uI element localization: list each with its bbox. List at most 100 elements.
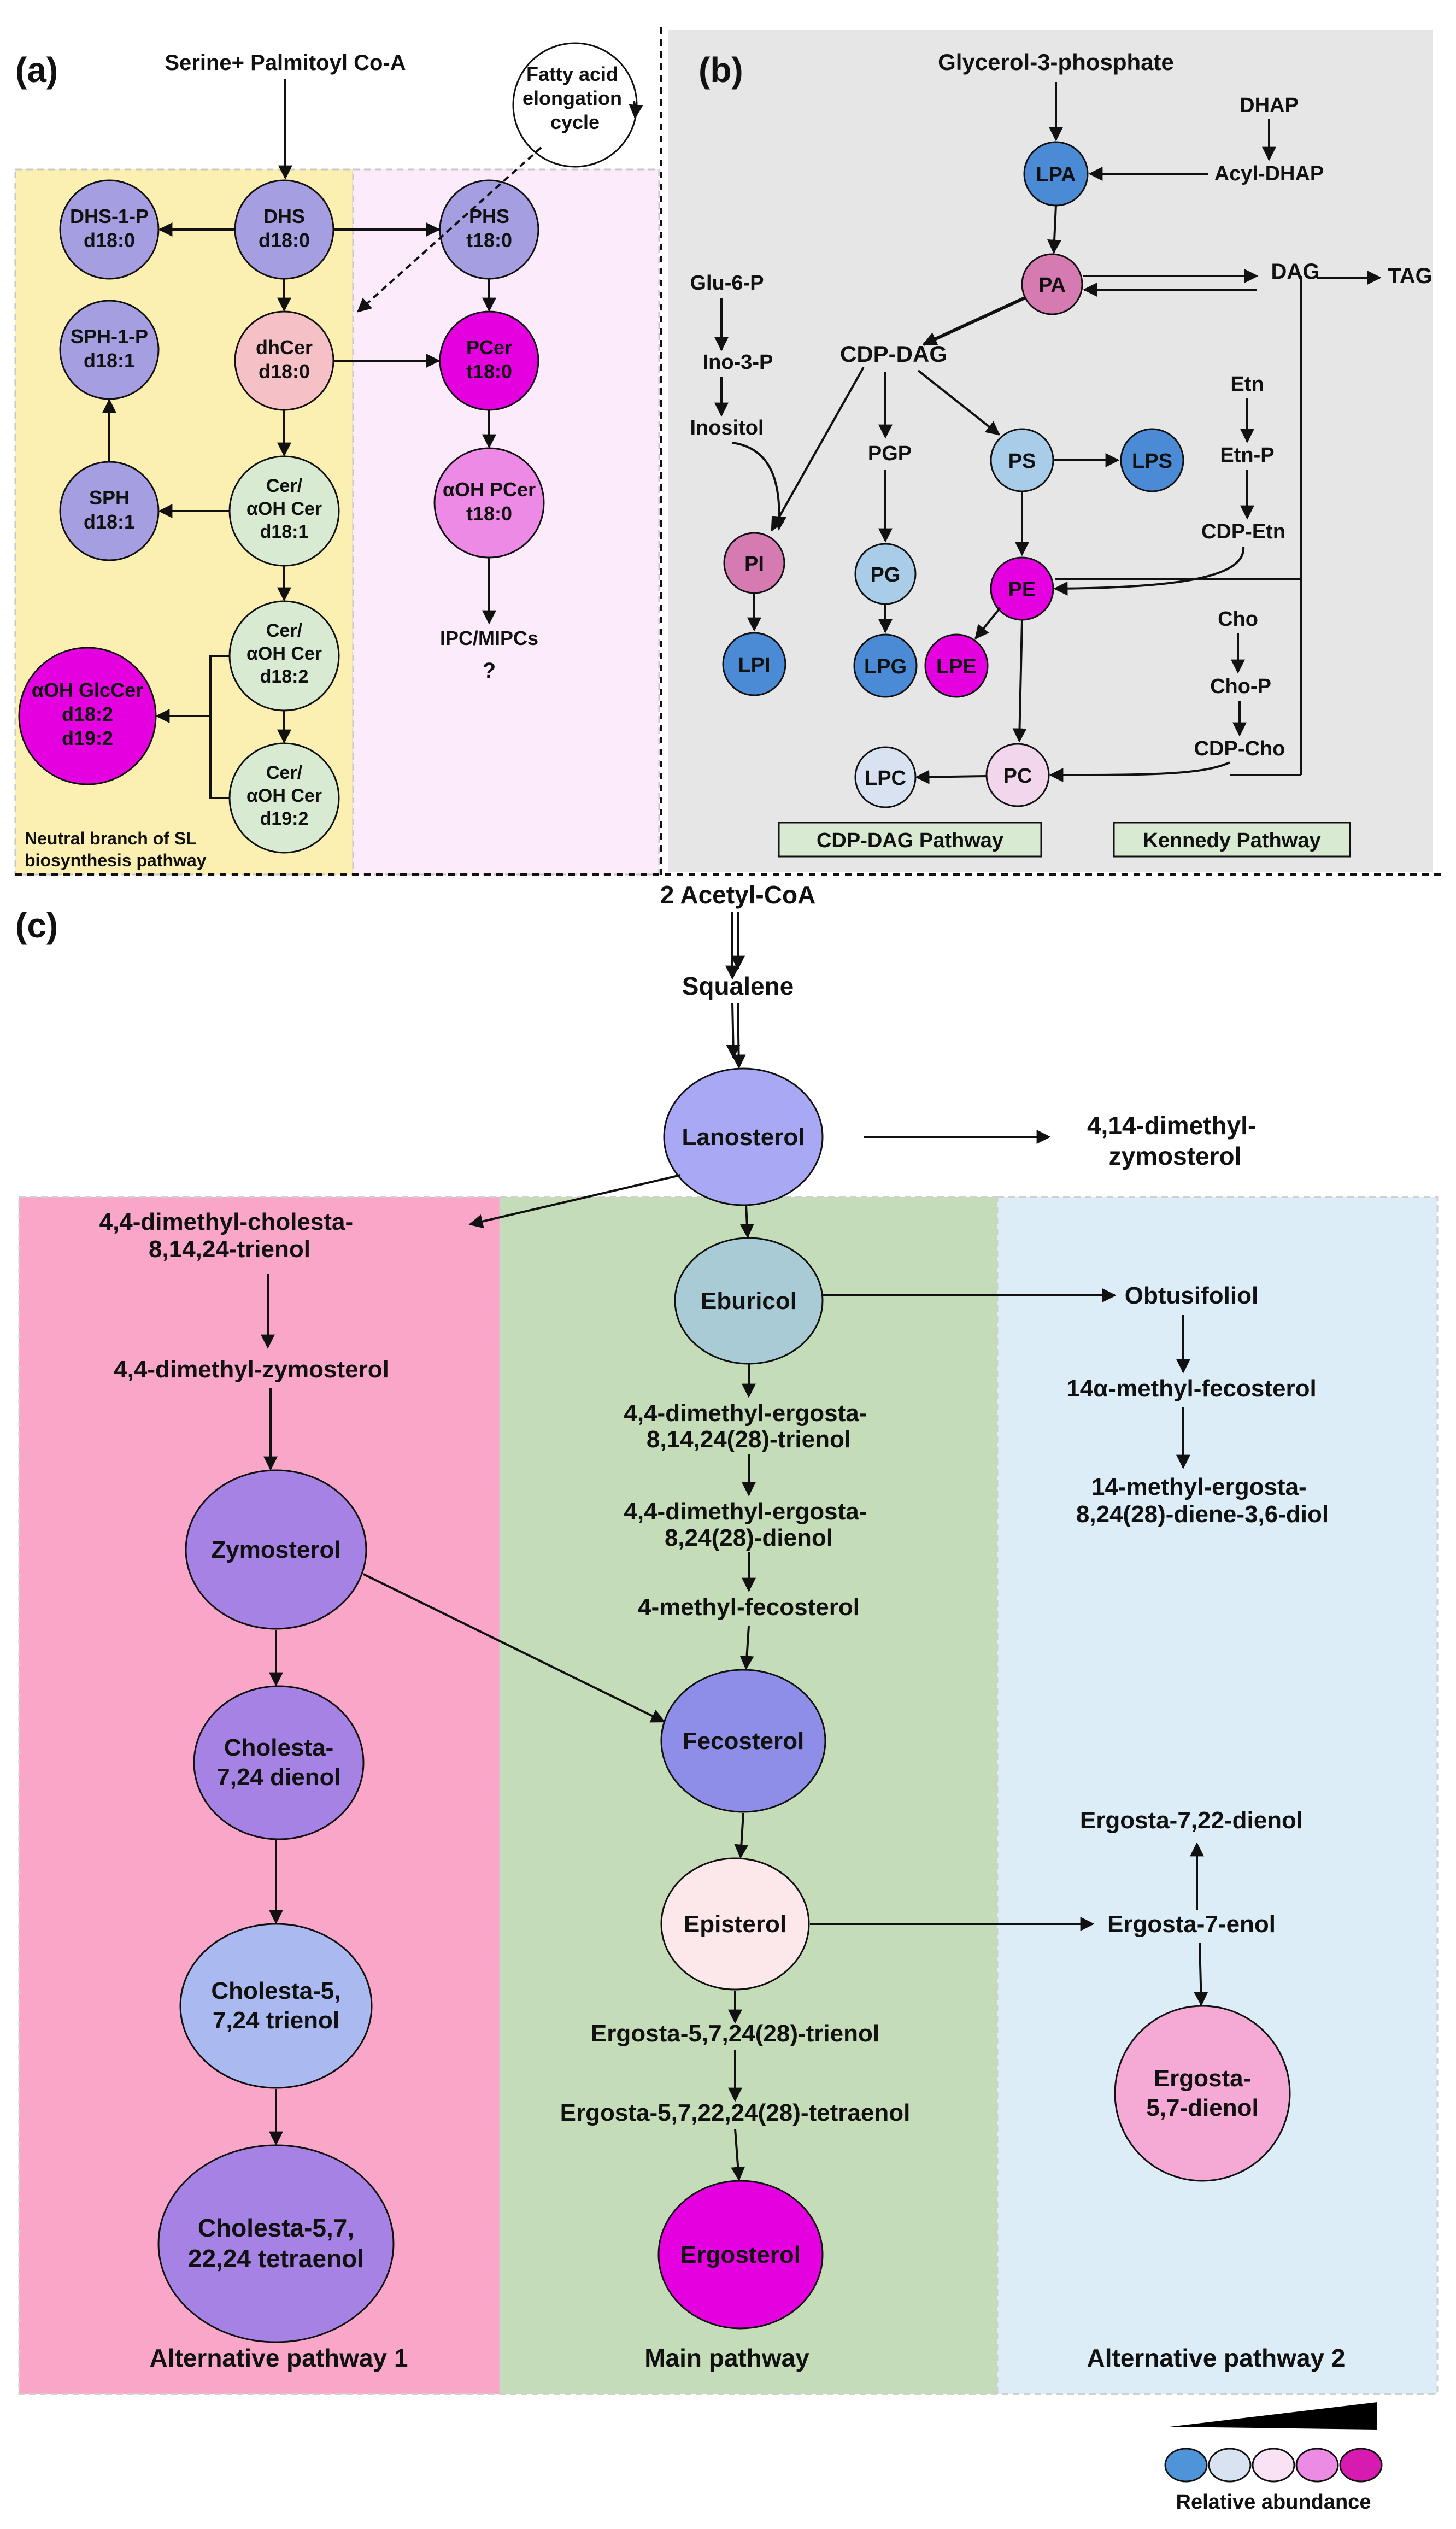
svg-text:PS: PS (1008, 450, 1036, 473)
cholesta-dienol-node: Cholesta-7,24 dienol (193, 1685, 365, 1840)
svg-text:LPI: LPI (738, 654, 770, 677)
acyl-dhap-label: Acyl-DHAP (1214, 162, 1324, 185)
neutral-branch-label: Neutral branch of SL biosynthesis pathwa… (25, 829, 207, 870)
svg-text:Zymosterol: Zymosterol (211, 1536, 340, 1563)
svg-text:PC: PC (1003, 765, 1032, 788)
ino-3-p-label: Ino-3-P (703, 351, 773, 374)
tag-label: TAG (1388, 264, 1432, 288)
pgp-label: PGP (868, 442, 912, 465)
methylergosta-diene-diol-label: 14-methyl-ergosta- 8,24(28)-diene-3,6-di… (1076, 1474, 1329, 1528)
lanosterol-node: Lanosterol (663, 1067, 824, 1206)
svg-text:Ergosta-5,7-dienol: Ergosta-5,7-dienol (1146, 2065, 1258, 2121)
svg-text:LPC: LPC (865, 767, 906, 790)
svg-text:Cholesta-7,24 dienol: Cholesta-7,24 dienol (216, 1734, 340, 1791)
svg-text:Lanosterol: Lanosterol (682, 1124, 805, 1151)
panel-c: (c) 2 Acetyl-CoA Squalene Lanosterol 4,1… (15, 881, 1439, 2395)
lps-node: LPS (1120, 428, 1184, 492)
glu-6-p-label: Glu-6-P (690, 272, 764, 295)
acetyl-coa-label: 2 Acetyl-CoA (660, 881, 816, 909)
legend-swatch (1208, 2448, 1252, 2483)
ergosta-tetraenol-label: Ergosta-5,7,22,24(28)-tetraenol (560, 2099, 911, 2126)
unknown-step-label: ? (483, 659, 496, 683)
lpi-node: LPI (722, 632, 786, 696)
cho-p-label: Cho-P (1210, 675, 1271, 698)
relative-abundance-label: Relative abundance (1176, 2491, 1371, 2514)
panel-c-letter: (c) (15, 906, 58, 945)
etn-label: Etn (1230, 373, 1264, 396)
svg-text:Ergosterol: Ergosterol (680, 2242, 801, 2268)
pi-node: PI (723, 532, 785, 594)
svg-text:Kennedy Pathway: Kennedy Pathway (1143, 829, 1320, 852)
ergosta-5-7-dienol-node: Ergosta-5,7-dienol (1114, 2005, 1291, 2182)
cdp-dag-label: CDP-DAG (840, 341, 947, 367)
glycerol-3-phosphate-label: Glycerol-3-phosphate (938, 49, 1174, 75)
svg-text:Episterol: Episterol (684, 1911, 786, 1938)
abundance-gradient-wedge (1170, 2402, 1377, 2430)
ergosta-7-enol-label: Ergosta-7-enol (1107, 1911, 1276, 1938)
panel-a: (a) Serine+ Palmitoyl Co-A Fatty acid el… (14, 42, 660, 876)
panel-a-arrows (102, 79, 643, 799)
pc-node: PC (985, 743, 1050, 807)
alternative-pathway-2-background (996, 1196, 1439, 2395)
ps-node: PS (990, 428, 1054, 492)
ergosta-trienol-label: Ergosta-5,7,24(28)-trienol (591, 2020, 879, 2047)
dag-label: DAG (1271, 260, 1320, 284)
dimethylzymosterol-label: 4,4-dimethyl-zymosterol (114, 1356, 389, 1383)
svg-text:Eburicol: Eburicol (701, 1288, 797, 1315)
inositol-label: Inositol (690, 416, 764, 439)
pg-node: PG (854, 543, 917, 605)
episterol-node: Episterol (660, 1857, 810, 1991)
pa-node: PA (1021, 253, 1083, 315)
alternative-pathway-2-label: Alternative pathway 2 (1087, 2344, 1346, 2372)
eburicol-node: Eburicol (674, 1237, 824, 1365)
alternative-pathway-1-label: Alternative pathway 1 (150, 2344, 408, 2372)
svg-text:PA: PA (1038, 274, 1066, 297)
panel-b-letter: (b) (698, 50, 743, 90)
main-pathway-label: Main pathway (644, 2344, 809, 2372)
methylfecosterol-4-label: 4-methyl-fecosterol (638, 1594, 860, 1621)
methylfecosterol-14a-label: 14α-methyl-fecosterol (1066, 1375, 1316, 1402)
legend-circles (1164, 2448, 1383, 2483)
panel-a-letter: (a) (15, 50, 58, 90)
svg-text:LPS: LPS (1132, 450, 1172, 473)
fatty-acid-elongation-cycle-label: Fatty acid elongation cycle (522, 63, 627, 133)
legend-swatch (1339, 2448, 1383, 2483)
kennedy-pathway-box: Kennedy Pathway (1113, 822, 1351, 858)
svg-text:LPG: LPG (864, 655, 907, 678)
panel-c-arrows (261, 912, 1208, 2181)
relative-abundance-legend: Relative abundance (1164, 2402, 1383, 2514)
fecosterol-node: Fecosterol (660, 1669, 826, 1813)
panel-b-arrows (714, 82, 1382, 784)
etn-p-label: Etn-P (1220, 444, 1274, 467)
lpa-node: LPA (1023, 141, 1089, 207)
cho-label: Cho (1218, 608, 1258, 631)
dimethylzymosterol-4-14-label: 4,14-dimethyl- zymosterol (1087, 1111, 1263, 1170)
dimethylergosta-trienol-label: 4,4-dimethyl-ergosta- 8,14,24(28)-trieno… (624, 1400, 873, 1453)
squalene-label: Squalene (682, 972, 794, 1000)
ipc-mipcs-label: IPC/MIPCs (440, 627, 538, 649)
legend-swatch (1295, 2448, 1339, 2483)
obtusifoliol-label: Obtusifoliol (1125, 1282, 1258, 1309)
pe-node: PE (990, 556, 1054, 621)
svg-text:PI: PI (744, 553, 764, 576)
lpc-node: LPC (854, 746, 917, 808)
